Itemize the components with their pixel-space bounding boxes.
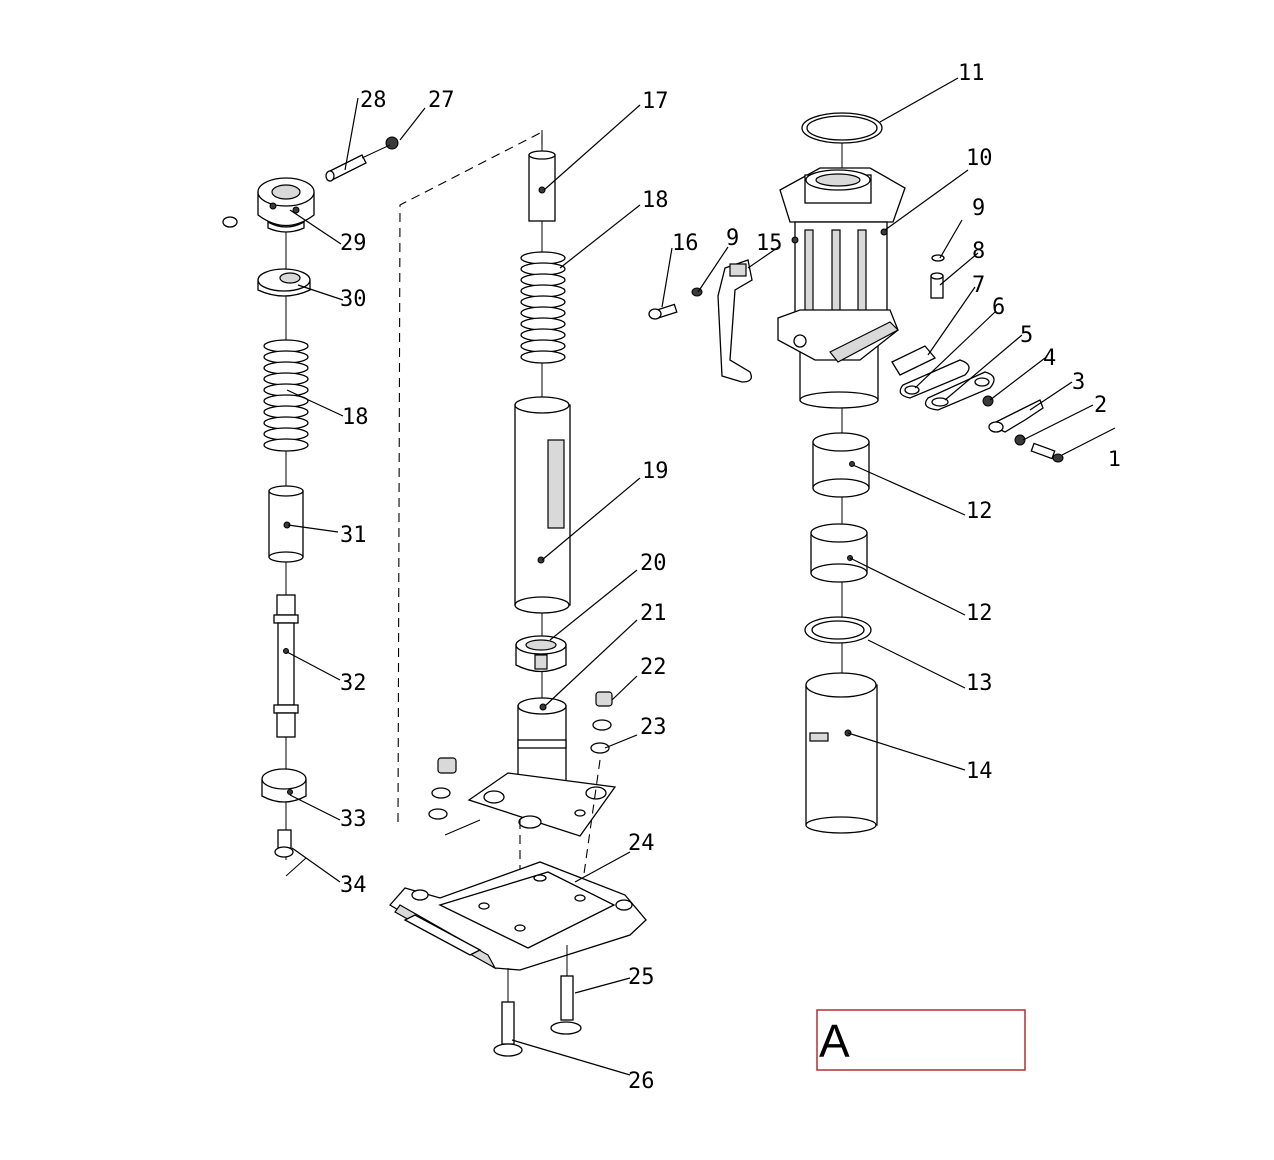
callout-8: 8 [972, 239, 985, 264]
part-21-base-plunger [467, 697, 617, 837]
callout-15: 15 [756, 231, 783, 256]
part-23-washers [590, 719, 612, 754]
part-29-handle-head [257, 177, 315, 233]
callout-numbers: 1 2 3 4 5 6 7 8 9 9 10 11 12 12 13 14 15… [340, 61, 1121, 1094]
part-11-seal-ring [801, 112, 883, 144]
part-16-screw [648, 303, 678, 320]
part-3-bracket [988, 399, 1044, 433]
callout-7: 7 [972, 273, 985, 298]
part-29-setscrew [222, 216, 238, 228]
callout-25: 25 [628, 965, 655, 990]
callout-19: 19 [642, 459, 669, 484]
part-31-sleeve [268, 485, 304, 563]
label-box: A [816, 1009, 1026, 1071]
left-nut-washers [428, 757, 457, 820]
part-7-plate [891, 345, 937, 376]
callout-9-right: 9 [972, 196, 985, 221]
callout-14: 14 [966, 759, 993, 784]
callout-5: 5 [1020, 323, 1033, 348]
part-8-pin [930, 272, 944, 299]
label-box-frame [816, 1009, 1026, 1071]
callout-34: 34 [340, 873, 367, 898]
callout-18-left: 18 [342, 405, 369, 430]
center-assembly [388, 130, 647, 1057]
part-18-spring-left [263, 339, 309, 452]
part-10-pump-body [777, 167, 906, 409]
callout-13: 13 [966, 671, 993, 696]
callout-17: 17 [642, 89, 669, 114]
part-27-nut [385, 136, 399, 150]
part-18-spring-center [520, 251, 566, 364]
callout-10: 10 [966, 146, 993, 171]
callout-2: 2 [1094, 393, 1107, 418]
callout-33: 33 [340, 807, 367, 832]
part-19-cylinder [514, 396, 571, 614]
callout-31: 31 [340, 523, 367, 548]
callout-24: 24 [628, 831, 655, 856]
leader-lines [286, 77, 1116, 1076]
right-assembly [648, 112, 1064, 834]
part-15-lever [717, 259, 753, 383]
callout-28: 28 [360, 88, 387, 113]
part-14-reservoir [805, 672, 878, 834]
callout-12-lower: 12 [966, 601, 993, 626]
part-28-pin [325, 154, 367, 182]
callout-11: 11 [958, 61, 985, 86]
callout-20: 20 [640, 551, 667, 576]
part-9-washer-right [931, 254, 945, 262]
part-12-bushing-lower [810, 523, 868, 583]
part-25-bolt [550, 975, 582, 1035]
label-box-letter: A [819, 1015, 850, 1067]
part-12-bushing-upper [812, 432, 870, 498]
left-assembly [222, 131, 543, 877]
part-13-o-ring [804, 616, 872, 644]
callout-30: 30 [340, 287, 367, 312]
part-30-cam-washer [257, 268, 311, 297]
part-26-bolt [493, 1001, 523, 1057]
callout-18-center: 18 [642, 188, 669, 213]
callout-29: 29 [340, 231, 367, 256]
callout-4: 4 [1043, 346, 1056, 371]
part-17-piston [528, 150, 556, 222]
part-20-ring [515, 635, 567, 673]
callout-27: 27 [428, 88, 455, 113]
part-5-link [924, 371, 995, 411]
part-34-bolt [274, 829, 294, 858]
callout-16: 16 [672, 231, 699, 256]
part-33-collar [261, 768, 307, 803]
part-2-washer [1014, 434, 1026, 446]
callout-12-upper: 12 [966, 499, 993, 524]
callout-9-left: 9 [726, 226, 739, 251]
callout-1: 1 [1108, 447, 1121, 471]
part-22-nut [595, 691, 613, 707]
callout-26: 26 [628, 1069, 655, 1094]
callout-22: 22 [640, 655, 667, 680]
callout-21: 21 [640, 601, 667, 626]
part-32-shaft [273, 594, 299, 738]
part-1-screw [1030, 442, 1064, 463]
callout-6: 6 [992, 295, 1005, 320]
part-24-base [388, 861, 647, 971]
callout-3: 3 [1072, 370, 1085, 395]
callout-32: 32 [340, 671, 367, 696]
part-4-nut [982, 395, 994, 407]
callout-23: 23 [640, 715, 667, 740]
